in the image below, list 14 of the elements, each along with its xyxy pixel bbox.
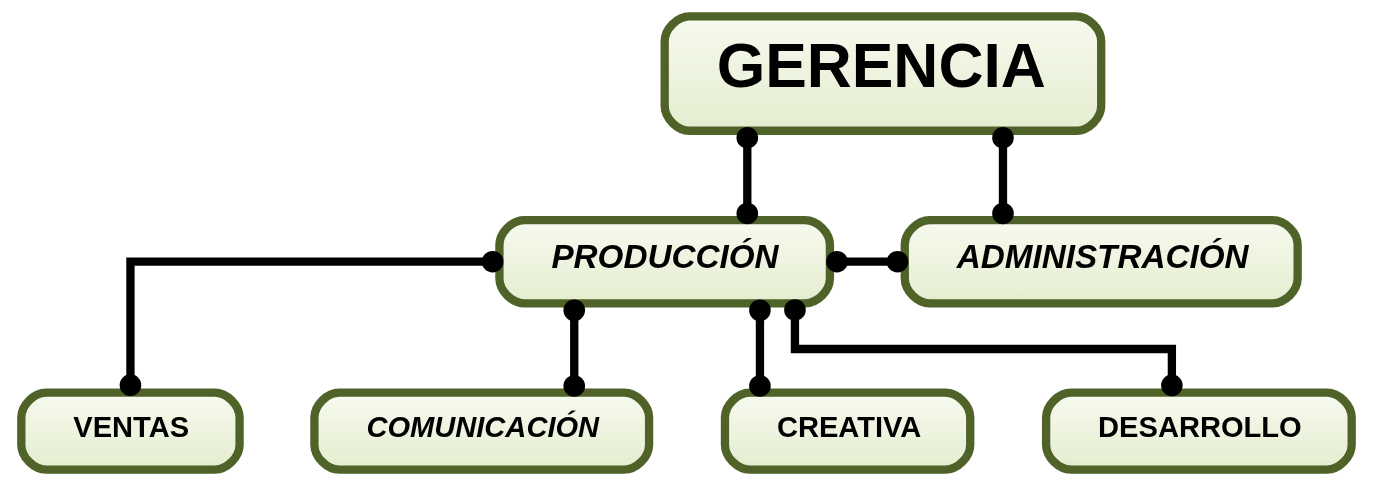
connector [784,299,1183,397]
connector [736,126,759,225]
connector [563,299,586,397]
connector [826,250,909,273]
node-box: CREATIVA [720,388,975,474]
node-box: DESARROLLO [1041,388,1356,474]
connector [992,126,1014,225]
node-box: VENTAS [17,388,244,474]
node-box: PRODUCCIÓN [495,215,835,308]
node-box: COMUNICACIÓN [310,388,654,474]
node-box: ADMINISTRACIÓN [900,215,1302,308]
connector [119,250,504,396]
node-box: GERENCIA [660,12,1106,135]
connector [749,299,771,397]
